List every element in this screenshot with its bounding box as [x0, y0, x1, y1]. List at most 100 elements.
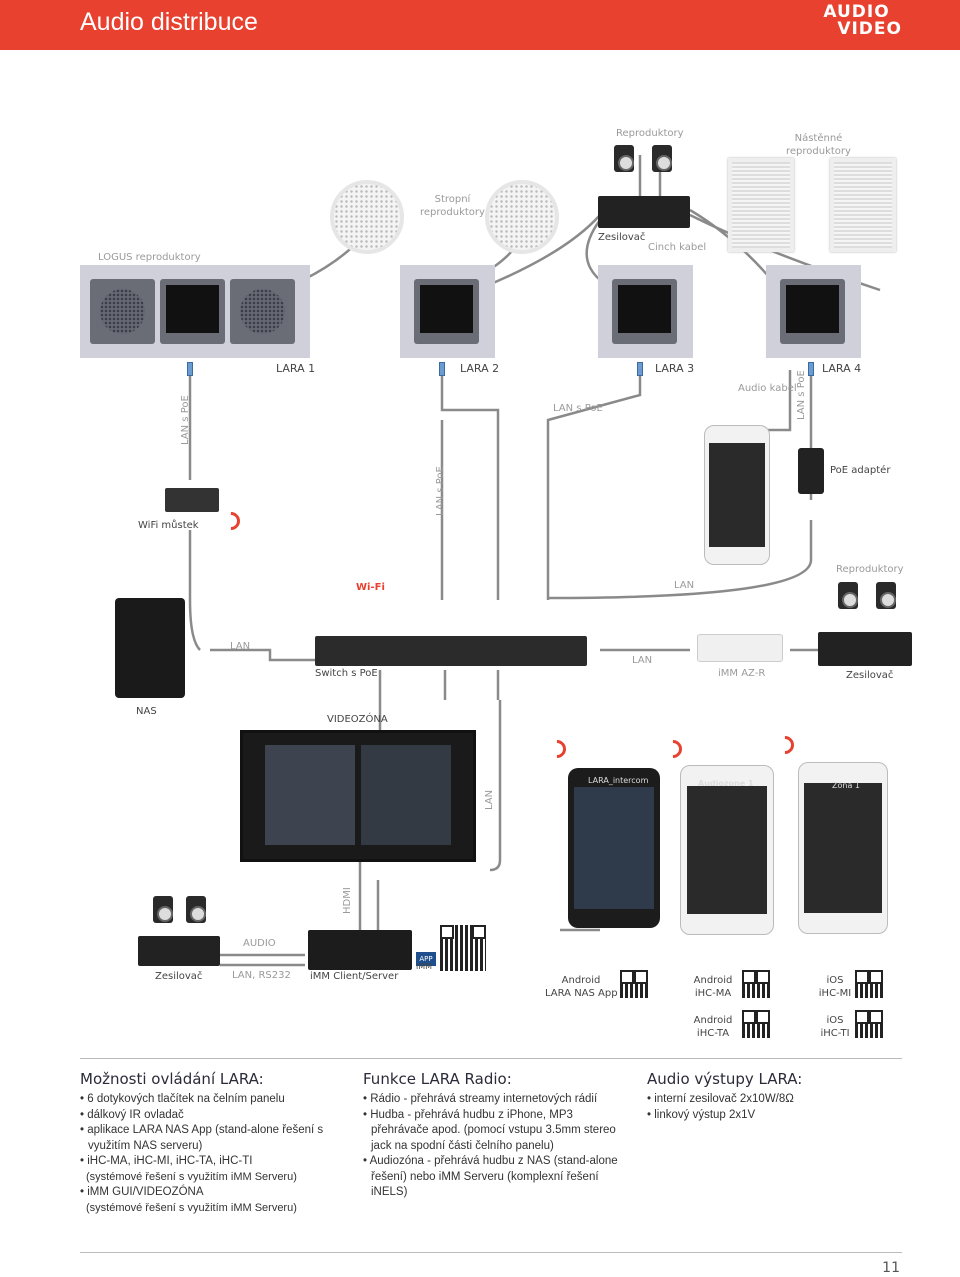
label-imm-azr: iMM AZ-R: [718, 668, 766, 679]
speaker-icon: [876, 582, 896, 609]
label-lan: LAN: [632, 655, 653, 666]
lara3-panel: [598, 265, 693, 358]
iphone-icon: [798, 762, 888, 934]
speaker-icon: [153, 896, 173, 923]
list-item: interní zesilovač 2x10W/8Ω: [647, 1092, 877, 1108]
label-logus: LOGUS reproduktory: [98, 252, 201, 263]
android-phone-icon: [568, 768, 660, 928]
label-nas: NAS: [136, 706, 157, 717]
lara4-panel: [766, 265, 861, 358]
list-item: Rádio - přehrává streamy internetových r…: [363, 1092, 623, 1108]
android-phone-white-icon: [680, 765, 774, 935]
lan-connector-icon: [808, 362, 814, 376]
amplifier-icon: [818, 632, 912, 666]
label-reproduktory: Reproduktory: [836, 564, 904, 575]
audio-video-logo: AUDIO VIDEO: [823, 2, 902, 39]
label-zesilovac: Zesilovač: [598, 232, 646, 243]
label-imm-client: iMM Client/Server: [310, 971, 399, 982]
list-note: (systémové řešení s využitím iMM Serveru…: [86, 1170, 297, 1183]
label-zona: Zóna 1: [832, 781, 860, 790]
label-wifi: Wi-Fi: [356, 582, 385, 593]
lara1-panel: [80, 265, 310, 358]
qr-code-icon: [742, 1010, 770, 1038]
amplifier-icon: [138, 936, 220, 966]
label-lara3: LARA 3: [655, 362, 695, 375]
lara2-panel: [400, 265, 495, 358]
label-lan-rs232: LAN, RS232: [232, 970, 291, 981]
label-videozona: VIDEOZÓNA: [327, 714, 388, 725]
list-note: (systémové řešení s využitím iMM Serveru…: [86, 1201, 297, 1214]
switch-icon: [315, 636, 587, 666]
label-lara1: LARA 1: [276, 362, 316, 375]
label-audio-kabel: Audio kabel: [738, 383, 797, 394]
wifi-bridge-icon: [165, 488, 219, 512]
label-imm-badge: iMM: [416, 962, 433, 971]
divider: [80, 1252, 902, 1253]
list-item: linkový výstup 2x1V: [647, 1108, 877, 1124]
poe-adapter-icon: [798, 448, 824, 494]
list-item: aplikace LARA NAS App (stand-alone řešen…: [80, 1123, 330, 1154]
qr-code-icon: [855, 970, 883, 998]
section-ovladani-list: 6 dotykových tlačítek na čelním panelu d…: [80, 1092, 330, 1216]
cable-diagram: [188, 155, 881, 967]
label-lan: LAN: [674, 580, 695, 591]
list-item: 6 dotykových tlačítek na čelním panelu: [80, 1092, 330, 1108]
ceiling-speaker-icon: [485, 180, 559, 254]
label-zesilovac: Zesilovač: [846, 670, 894, 681]
lan-connector-icon: [439, 362, 445, 376]
section-title-vystupy: Audio výstupy LARA:: [647, 1070, 803, 1088]
label-lan-poe: LAN s PoE: [435, 466, 446, 516]
divider: [80, 1058, 902, 1059]
page-number: 11: [882, 1260, 900, 1276]
list-item: Hudba - přehrává hudbu z iPhone, MP3 pře…: [363, 1108, 623, 1155]
qr-code-icon: [620, 970, 648, 998]
qr-code-icon: [742, 970, 770, 998]
nas-icon: [115, 598, 185, 698]
tv-videozona-icon: [240, 730, 476, 862]
label-lan-poe: LAN s PoE: [796, 370, 807, 420]
section-vystupy-list: interní zesilovač 2x10W/8Ω linkový výstu…: [647, 1092, 877, 1123]
label-lan-poe: LAN s PoE: [553, 403, 603, 414]
label-lan-poe: LAN s PoE: [180, 395, 191, 445]
section-title-radio: Funkce LARA Radio:: [363, 1070, 512, 1088]
lan-connector-icon: [637, 362, 643, 376]
lan-connector-icon: [187, 362, 193, 376]
label-switch: Switch s PoE: [315, 668, 378, 679]
list-item: Audiozóna - přehrává hudbu z NAS (stand-…: [363, 1154, 623, 1201]
label-poe-adapter: PoE adaptér: [830, 465, 891, 476]
label-audio: AUDIO: [243, 938, 276, 949]
label-zesilovac: Zesilovač: [155, 971, 203, 982]
label-audiozone: Audiozone 1: [698, 779, 754, 788]
label-lan: LAN: [484, 789, 495, 810]
speaker-icon: [652, 145, 672, 172]
label-reproduktory: Reproduktory: [616, 128, 684, 139]
list-item: iHC-MA, iHC-MI, iHC-TA, iHC-TI: [80, 1154, 330, 1170]
qr-code-icon: [440, 925, 486, 971]
page-header: Audio distribuce AUDIO VIDEO: [0, 0, 960, 50]
label-lara4: LARA 4: [822, 362, 862, 375]
qr-code-icon: [855, 1010, 883, 1038]
imm-azr-icon: [697, 634, 783, 662]
label-nastenne: Nástěnné reproduktory: [786, 133, 851, 157]
wall-speaker-icon: [830, 158, 896, 252]
section-title-ovladani: Možnosti ovládání LARA:: [80, 1070, 264, 1088]
list-item: iMM GUI/VIDEOZÓNA: [80, 1185, 330, 1201]
label-hdmi: HDMI: [342, 887, 353, 914]
label-cinch: Cinch kabel: [648, 242, 707, 253]
speaker-icon: [186, 896, 206, 923]
list-item: dálkový IR ovladač: [80, 1108, 330, 1124]
label-lan: LAN: [230, 641, 251, 652]
ceiling-speaker-icon: [330, 180, 404, 254]
label-stropni: Stropní reproduktory: [420, 194, 485, 218]
app-badge: APP: [416, 952, 436, 966]
section-radio-list: Rádio - přehrává streamy internetových r…: [363, 1092, 623, 1201]
amplifier-icon: [598, 196, 690, 228]
speaker-icon: [614, 145, 634, 172]
label-lara2: LARA 2: [460, 362, 500, 375]
wall-speaker-icon: [728, 158, 794, 252]
